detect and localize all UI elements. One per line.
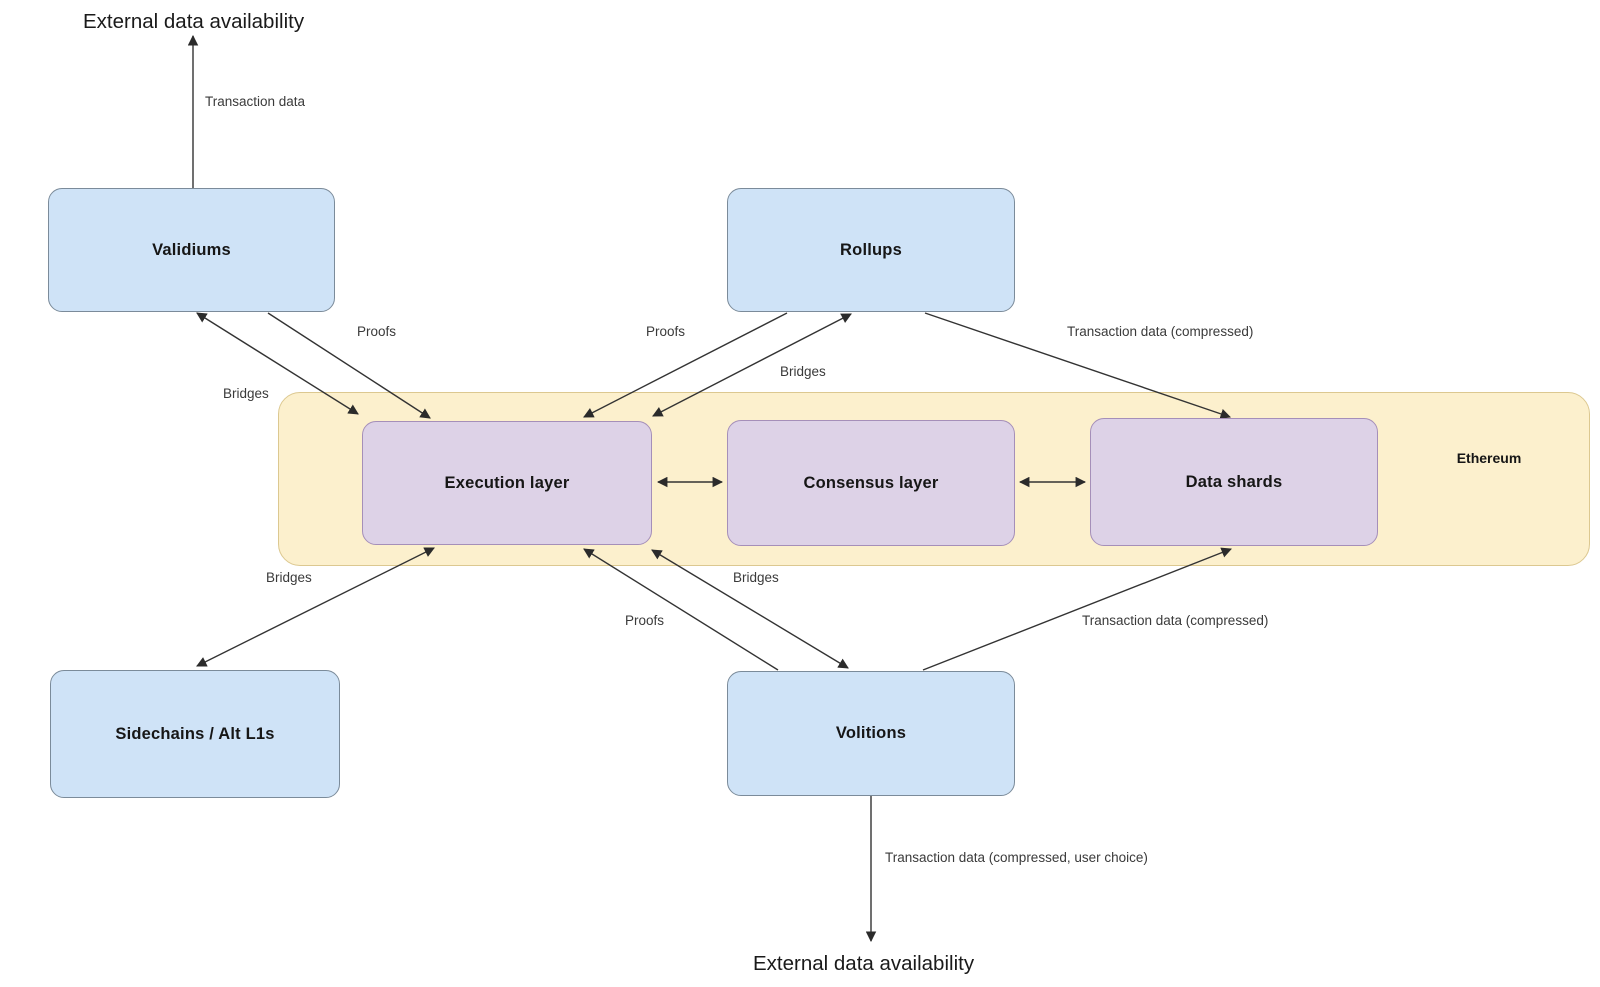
edge-rollups-datashards-txdata	[924, 312, 1231, 419]
label-bridges-validiums: Bridges	[223, 386, 269, 401]
node-data-shards: Data shards	[1090, 418, 1378, 546]
edge-sidechains-execution-bridges	[196, 547, 435, 667]
edge-validiums-execution-bridges	[196, 312, 359, 415]
edge-rollups-execution-proofs	[583, 312, 788, 418]
node-rollups: Rollups	[727, 188, 1015, 312]
label-transaction-data-compressed-top: Transaction data (compressed)	[1067, 324, 1254, 339]
node-execution-layer: Execution layer	[362, 421, 652, 545]
edge-volitions-execution-bridges	[651, 549, 849, 669]
label-proofs-validiums: Proofs	[357, 324, 397, 339]
node-volitions: Volitions	[727, 671, 1015, 796]
node-sidechains: Sidechains / Alt L1s	[50, 670, 340, 798]
label-transaction-data: Transaction data	[205, 94, 306, 109]
label-transaction-data-compressed-bottom: Transaction data (compressed)	[1082, 613, 1269, 628]
node-validiums: Validiums	[48, 188, 335, 312]
label-proofs-rollups: Proofs	[646, 324, 686, 339]
external-data-availability-bottom: External data availability	[753, 952, 975, 975]
edge-volitions-datashards-txdata	[922, 547, 1232, 671]
label-bridges-volitions: Bridges	[733, 570, 779, 585]
label-proofs-volitions: Proofs	[625, 613, 665, 628]
ethereum-band-label: Ethereum	[1456, 450, 1522, 466]
node-consensus-layer: Consensus layer	[727, 420, 1015, 546]
label-transaction-data-user-choice: Transaction data (compressed, user choic…	[885, 850, 1148, 865]
edge-validiums-execution-proofs	[267, 312, 431, 419]
label-bridges-rollups: Bridges	[780, 364, 826, 379]
external-data-availability-top: External data availability	[83, 10, 305, 33]
edge-rollups-execution-bridges	[652, 313, 852, 417]
label-bridges-sidechains: Bridges	[266, 570, 312, 585]
